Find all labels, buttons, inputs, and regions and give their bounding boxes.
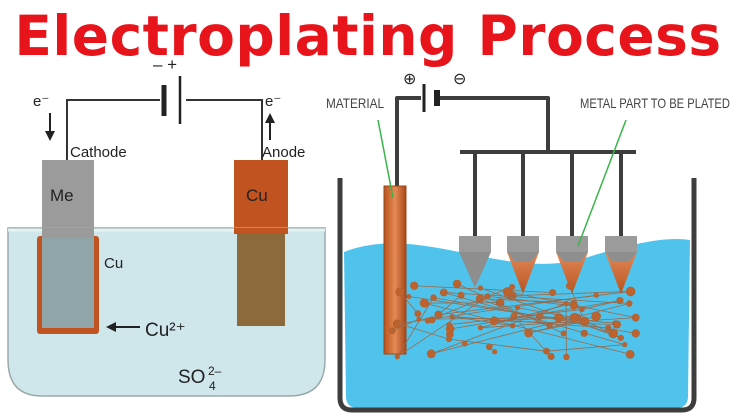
part-label: METAL PART TO BE PLATED [580,95,730,111]
ion-particle [591,311,601,322]
ion-link [431,303,567,355]
metal-part-2 [507,236,539,294]
ion-particle [419,298,429,308]
ion-link [494,320,618,325]
material-rod [383,185,407,355]
ion-particle [395,287,405,297]
ion-link [443,292,630,304]
ion-particle [395,320,403,328]
ion-link [456,283,564,334]
ion-particle [428,316,436,324]
deposit-label: Cu [104,255,123,272]
metal-part-4 [605,236,637,294]
right-cell: ⊕ ⊖ MATERIAL METAL PART T [326,71,730,413]
ion-link [517,307,575,318]
ion-particle [560,330,567,337]
sulfate-main: SO [178,367,205,388]
ion-link [487,295,575,307]
ion-particle [631,329,640,338]
ion-particle [579,316,590,326]
ion-particle [616,296,624,305]
ion-particle [491,349,498,355]
ion-link [399,323,450,340]
electron-label-left: e⁻ [33,93,49,110]
ion-link [408,296,540,317]
right-wiring [395,96,636,238]
ion-particle [563,353,570,361]
positive-terminal: ⊕ [403,71,416,88]
material-leader-line [377,119,394,199]
ion-particle [509,283,516,290]
ion-link [438,294,462,316]
ion-particle [608,328,618,339]
ion-link [396,297,434,358]
sulfate-superscript: 2– [208,364,222,378]
cathode-label: Cathode [70,144,127,161]
anode-label: Anode [262,144,305,161]
negative-terminal: ⊖ [453,71,466,88]
ion-particle [625,349,635,359]
battery-icon [422,84,440,112]
metal-part-3 [556,236,588,294]
ion-particle [565,282,574,290]
ion-link [511,291,631,297]
part-leader-line [577,119,627,247]
ion-link [431,303,630,355]
anode-submerged [237,232,285,326]
cathode-electrode [42,160,94,232]
ion-particle [430,294,437,301]
ion-link [392,318,419,332]
anode-electrode [234,160,288,232]
ion-particle [445,324,455,334]
left-wire [66,99,160,160]
ion-particle [410,281,419,290]
right-solution [344,238,690,408]
ion-particle [388,327,396,335]
battery-polarity: – + [153,55,177,74]
electron-label-right: e⁻ [265,93,281,110]
right-wire [186,99,263,160]
anode-metal-label: Cu [246,186,268,205]
sulfate-subscript: 4 [209,379,216,393]
ion-link [443,292,625,345]
battery-icon [161,76,182,124]
sulfate-label: SO [178,367,205,388]
ion-label: Cu²⁺ [145,320,186,341]
page-title: Electroplating Process [14,4,722,68]
down-arrow-icon [45,113,55,141]
ion-link [399,291,419,314]
up-arrow-icon [265,113,275,140]
ion-link [424,302,631,355]
material-label: MATERIAL [326,95,384,111]
ion-particle [625,286,636,297]
ion-particle [570,301,578,310]
ion-particle [477,285,483,291]
left-cell: – + e⁻ e⁻ Cathode Anode Me Cu Cu [7,55,326,397]
cathode-metal-label: Me [50,186,74,205]
ion-link [558,317,614,335]
ion-link [528,320,585,334]
metal-part-1 [459,236,491,288]
right-tank [337,178,697,413]
ion-link [546,344,625,352]
ion-link [397,296,488,358]
copper-ions [388,279,640,361]
ion-particle [613,320,622,329]
cathode-submerged [42,236,94,328]
left-arrow-icon [106,322,140,332]
ion-particle [631,313,640,322]
